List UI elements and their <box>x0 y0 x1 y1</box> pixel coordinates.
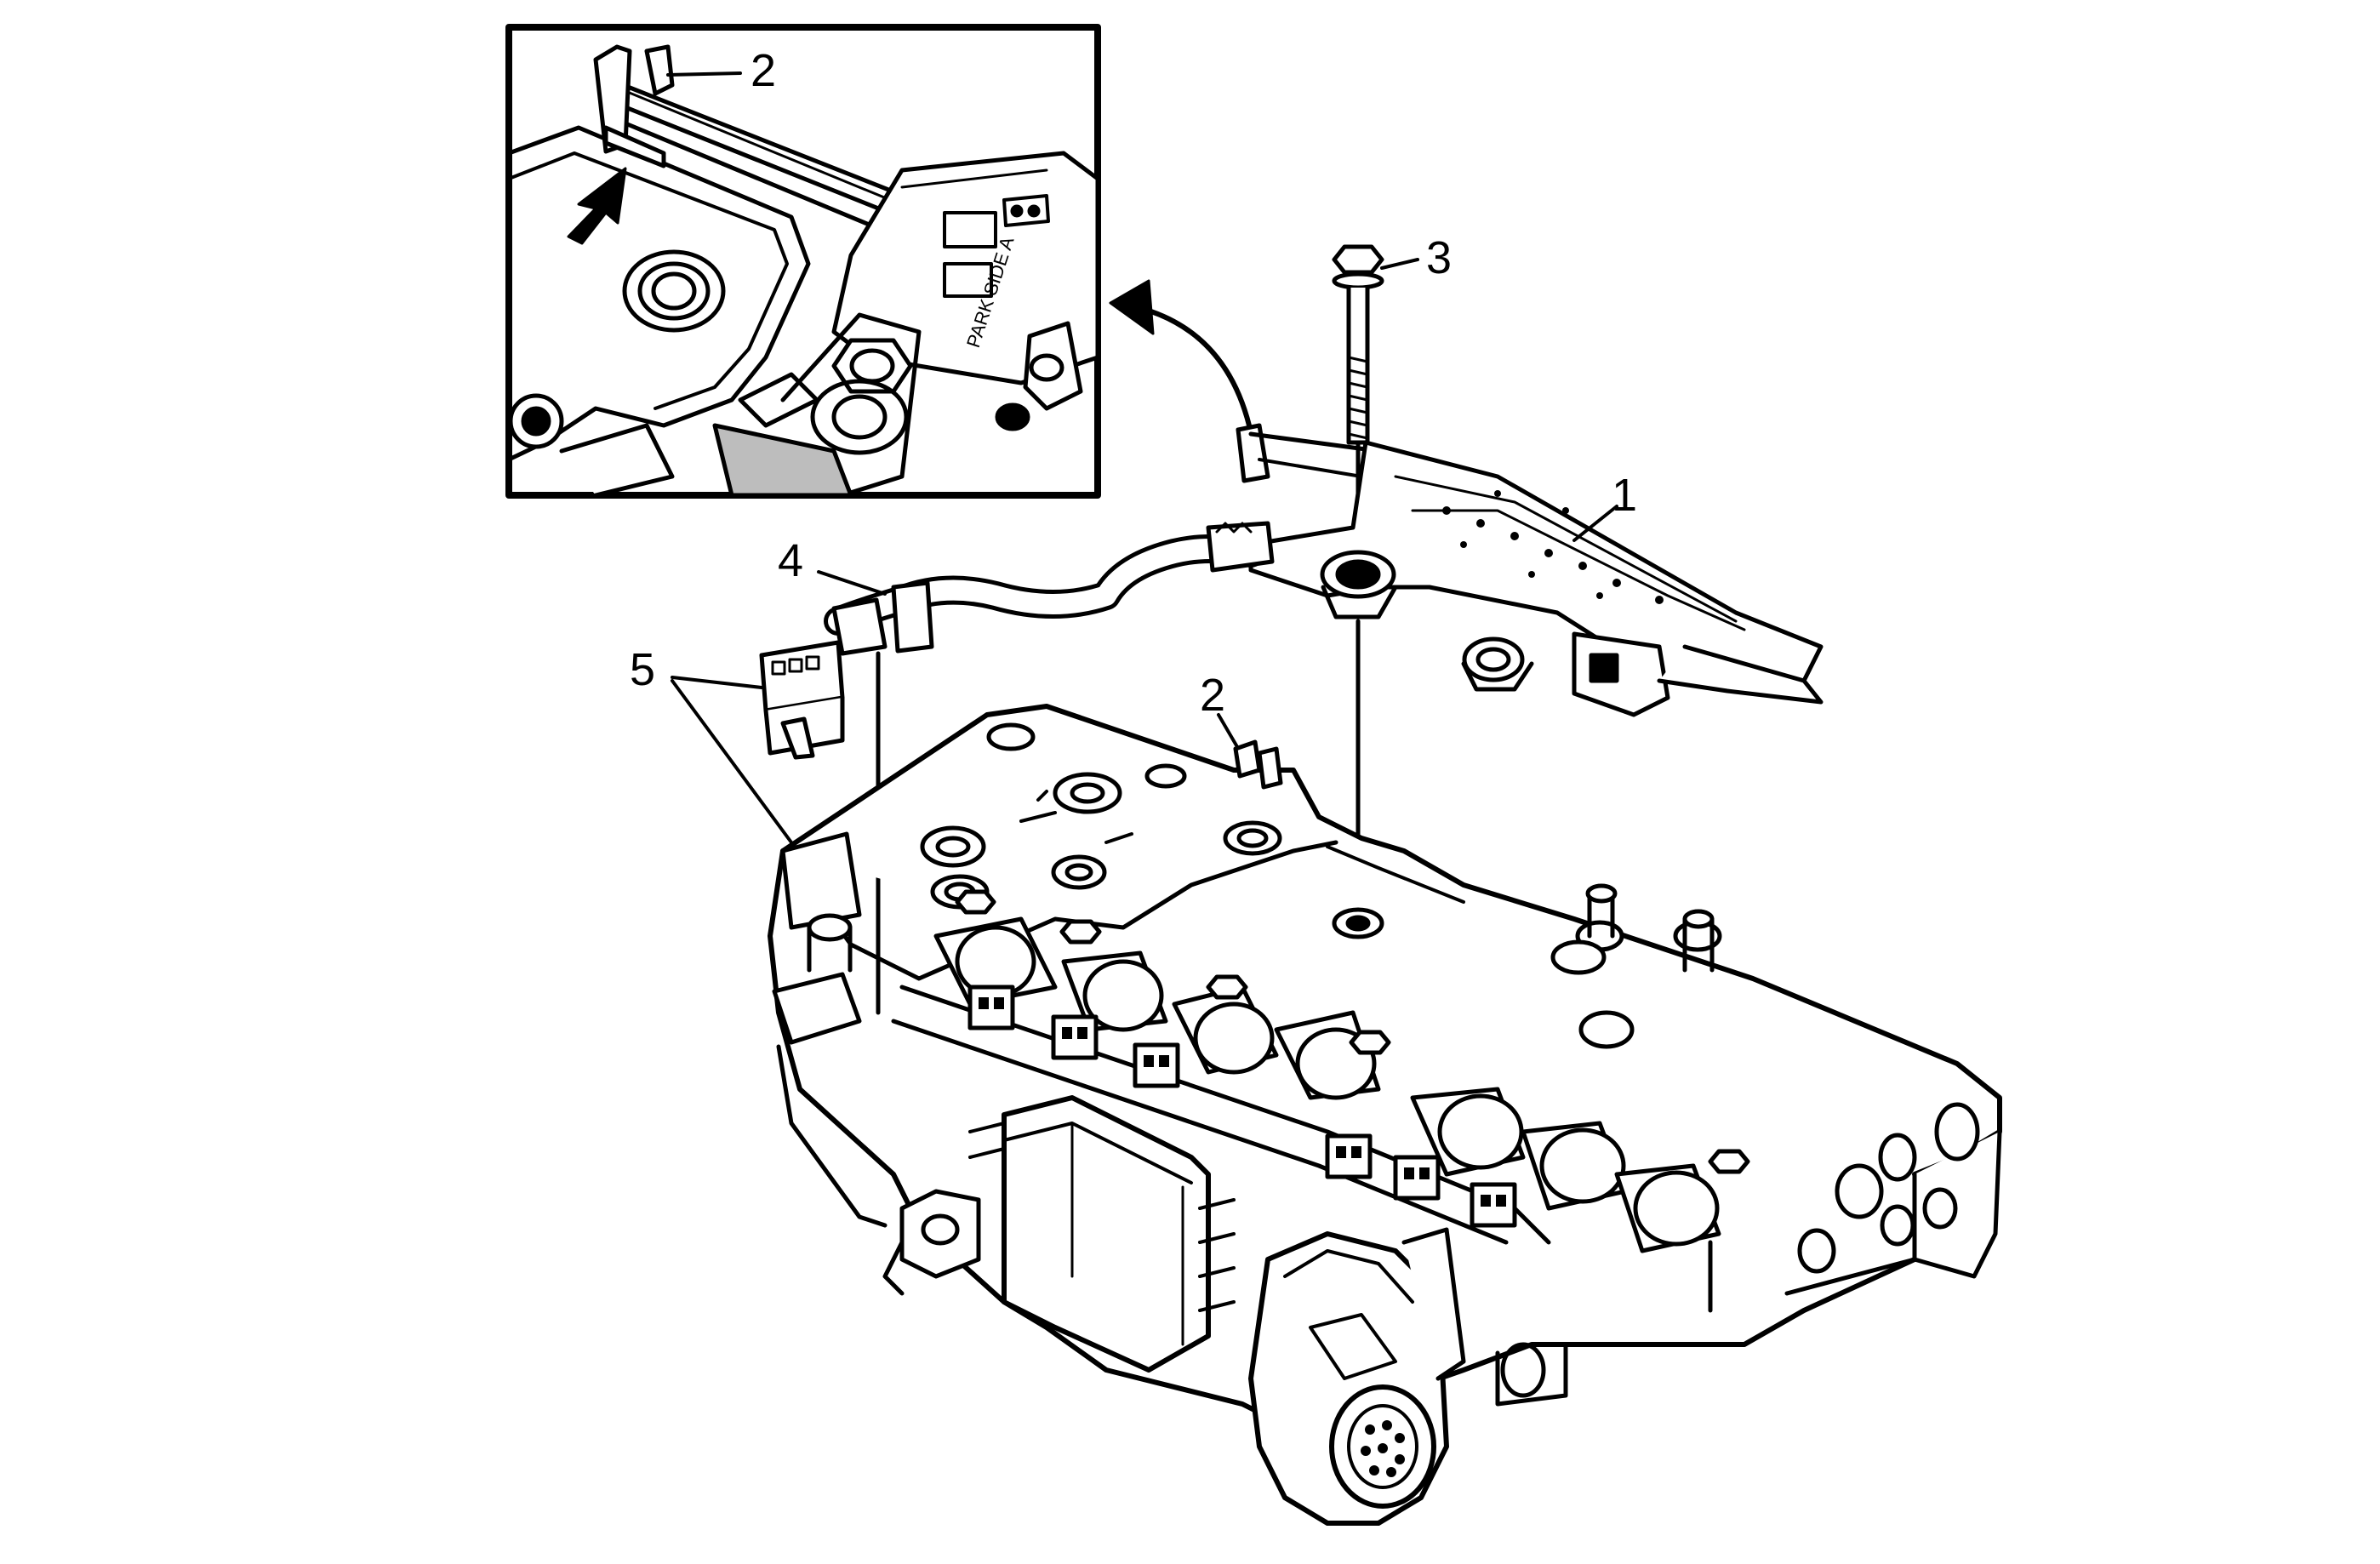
leader-line-5a <box>671 676 763 689</box>
leader-line-3 <box>1380 258 1419 270</box>
control-module <box>968 1095 1236 1373</box>
inset-contents: PARK SIDE A <box>509 44 1098 495</box>
callout-label-4: 4 <box>778 535 804 586</box>
case-connector <box>1248 1227 1466 1526</box>
leader-line-1 <box>1572 505 1618 542</box>
inset-arrow-icon <box>567 167 627 245</box>
connector-item-5 <box>759 640 845 760</box>
inset-detail-view: PARK SIDE A <box>505 24 1101 499</box>
callout-label-2-inset: 2 <box>751 45 777 96</box>
inset-pointer-arrow <box>1138 305 1252 428</box>
callout-label-5: 5 <box>630 644 656 695</box>
bolt-item-3 <box>1332 244 1384 445</box>
callout-label-1: 1 <box>1612 470 1638 521</box>
position-sensor-item-1 <box>1236 423 1824 717</box>
callout-label-2-main: 2 <box>1200 670 1226 721</box>
curved-arrow-head-icon <box>1109 279 1155 335</box>
leader-line-4 <box>817 570 887 596</box>
valve-body-assembly <box>768 704 2002 1526</box>
leader-line-5b <box>671 679 793 844</box>
wiring-harness-item-4 <box>824 521 1275 656</box>
leader-line-2-inset <box>666 71 742 77</box>
callout-label-3: 3 <box>1426 232 1453 283</box>
